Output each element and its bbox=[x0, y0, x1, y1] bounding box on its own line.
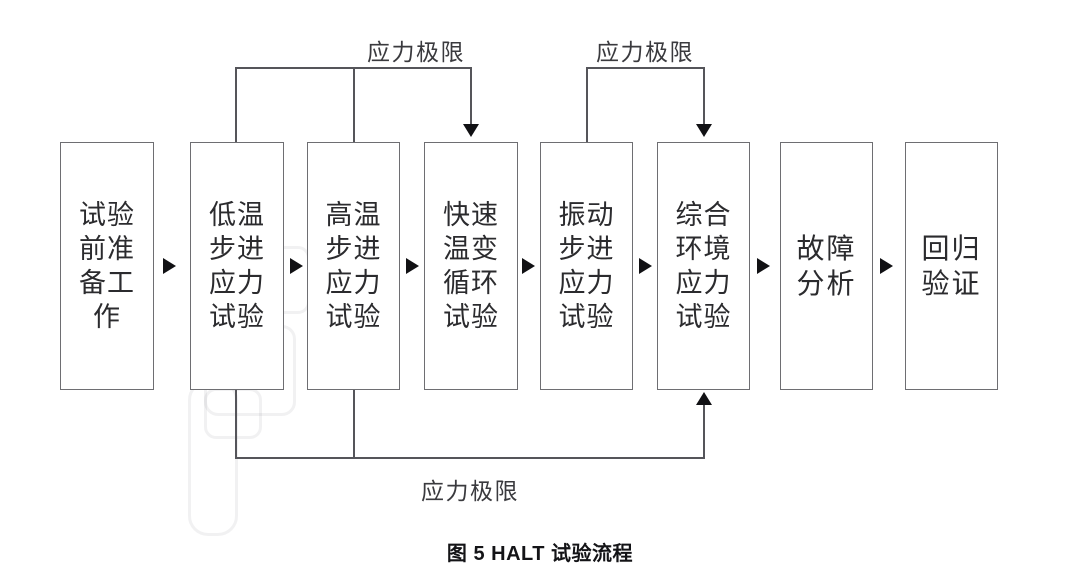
feedback-line-top1-horizontal bbox=[235, 67, 471, 69]
figure-caption: 图 5 HALT 试验流程 bbox=[446, 543, 634, 565]
node-label: 高温 步进 应力 试验 bbox=[325, 199, 382, 333]
flow-arrow-temp-cycle-to-vibration bbox=[522, 258, 535, 274]
feedback-arrow-top1 bbox=[463, 124, 479, 137]
feedback-arrow-bottom bbox=[696, 392, 712, 405]
feedback-line-top2-horizontal bbox=[586, 67, 705, 69]
flow-arrow-prep-to-low-temp bbox=[163, 258, 176, 274]
node-vibration-step-stress-test[interactable]: 振动 步进 应力 试验 bbox=[540, 142, 633, 390]
feedback-line-top1-riser-low-temp bbox=[235, 67, 237, 142]
feedback-label-stress-limit-top-right: 应力极限 bbox=[596, 39, 694, 65]
node-label: 低温 步进 应力 试验 bbox=[209, 199, 265, 333]
node-test-preparation[interactable]: 试验 前准 备工 作 bbox=[60, 142, 154, 390]
feedback-label-stress-limit-bottom: 应力极限 bbox=[421, 478, 519, 504]
watermark-shape bbox=[204, 388, 262, 439]
flow-arrow-high-temp-to-temp-cycle bbox=[406, 258, 419, 274]
node-label: 快速 温变 循环 试验 bbox=[443, 199, 499, 333]
node-label: 试验 前准 备工 作 bbox=[79, 199, 135, 333]
feedback-label-stress-limit-top-left: 应力极限 bbox=[367, 39, 465, 65]
flow-arrow-vibration-to-combined bbox=[639, 258, 652, 274]
node-label: 回归 验证 bbox=[921, 232, 982, 299]
feedback-arrow-top2 bbox=[696, 124, 712, 137]
feedback-line-top2-riser-vibration bbox=[586, 67, 588, 142]
flow-arrow-fault-to-regression bbox=[880, 258, 893, 274]
feedback-line-top1-drop bbox=[470, 67, 472, 125]
feedback-line-top2-drop bbox=[703, 67, 705, 125]
node-label: 振动 步进 应力 试验 bbox=[558, 199, 615, 333]
feedback-line-top1-riser-high-temp bbox=[353, 67, 355, 142]
node-low-temperature-step-stress-test[interactable]: 低温 步进 应力 试验 bbox=[190, 142, 284, 390]
node-fault-analysis[interactable]: 故障 分析 bbox=[780, 142, 873, 390]
node-label: 故障 分析 bbox=[796, 232, 857, 299]
feedback-line-bottom-horizontal bbox=[235, 457, 705, 459]
feedback-line-bottom-drop-low-temp bbox=[235, 389, 237, 458]
node-label: 综合 环境 应力 试验 bbox=[675, 199, 732, 333]
flow-arrow-low-temp-to-high-temp bbox=[290, 258, 303, 274]
watermark-shape bbox=[188, 380, 238, 536]
node-high-temperature-step-stress-test[interactable]: 高温 步进 应力 试验 bbox=[307, 142, 400, 390]
flow-arrow-combined-to-fault bbox=[757, 258, 770, 274]
node-combined-environment-stress-test[interactable]: 综合 环境 应力 试验 bbox=[657, 142, 750, 390]
node-regression-verification[interactable]: 回归 验证 bbox=[905, 142, 998, 390]
feedback-line-bottom-riser bbox=[703, 405, 705, 458]
feedback-line-bottom-drop-high-temp bbox=[353, 389, 355, 458]
node-rapid-thermal-cycling-test[interactable]: 快速 温变 循环 试验 bbox=[424, 142, 518, 390]
